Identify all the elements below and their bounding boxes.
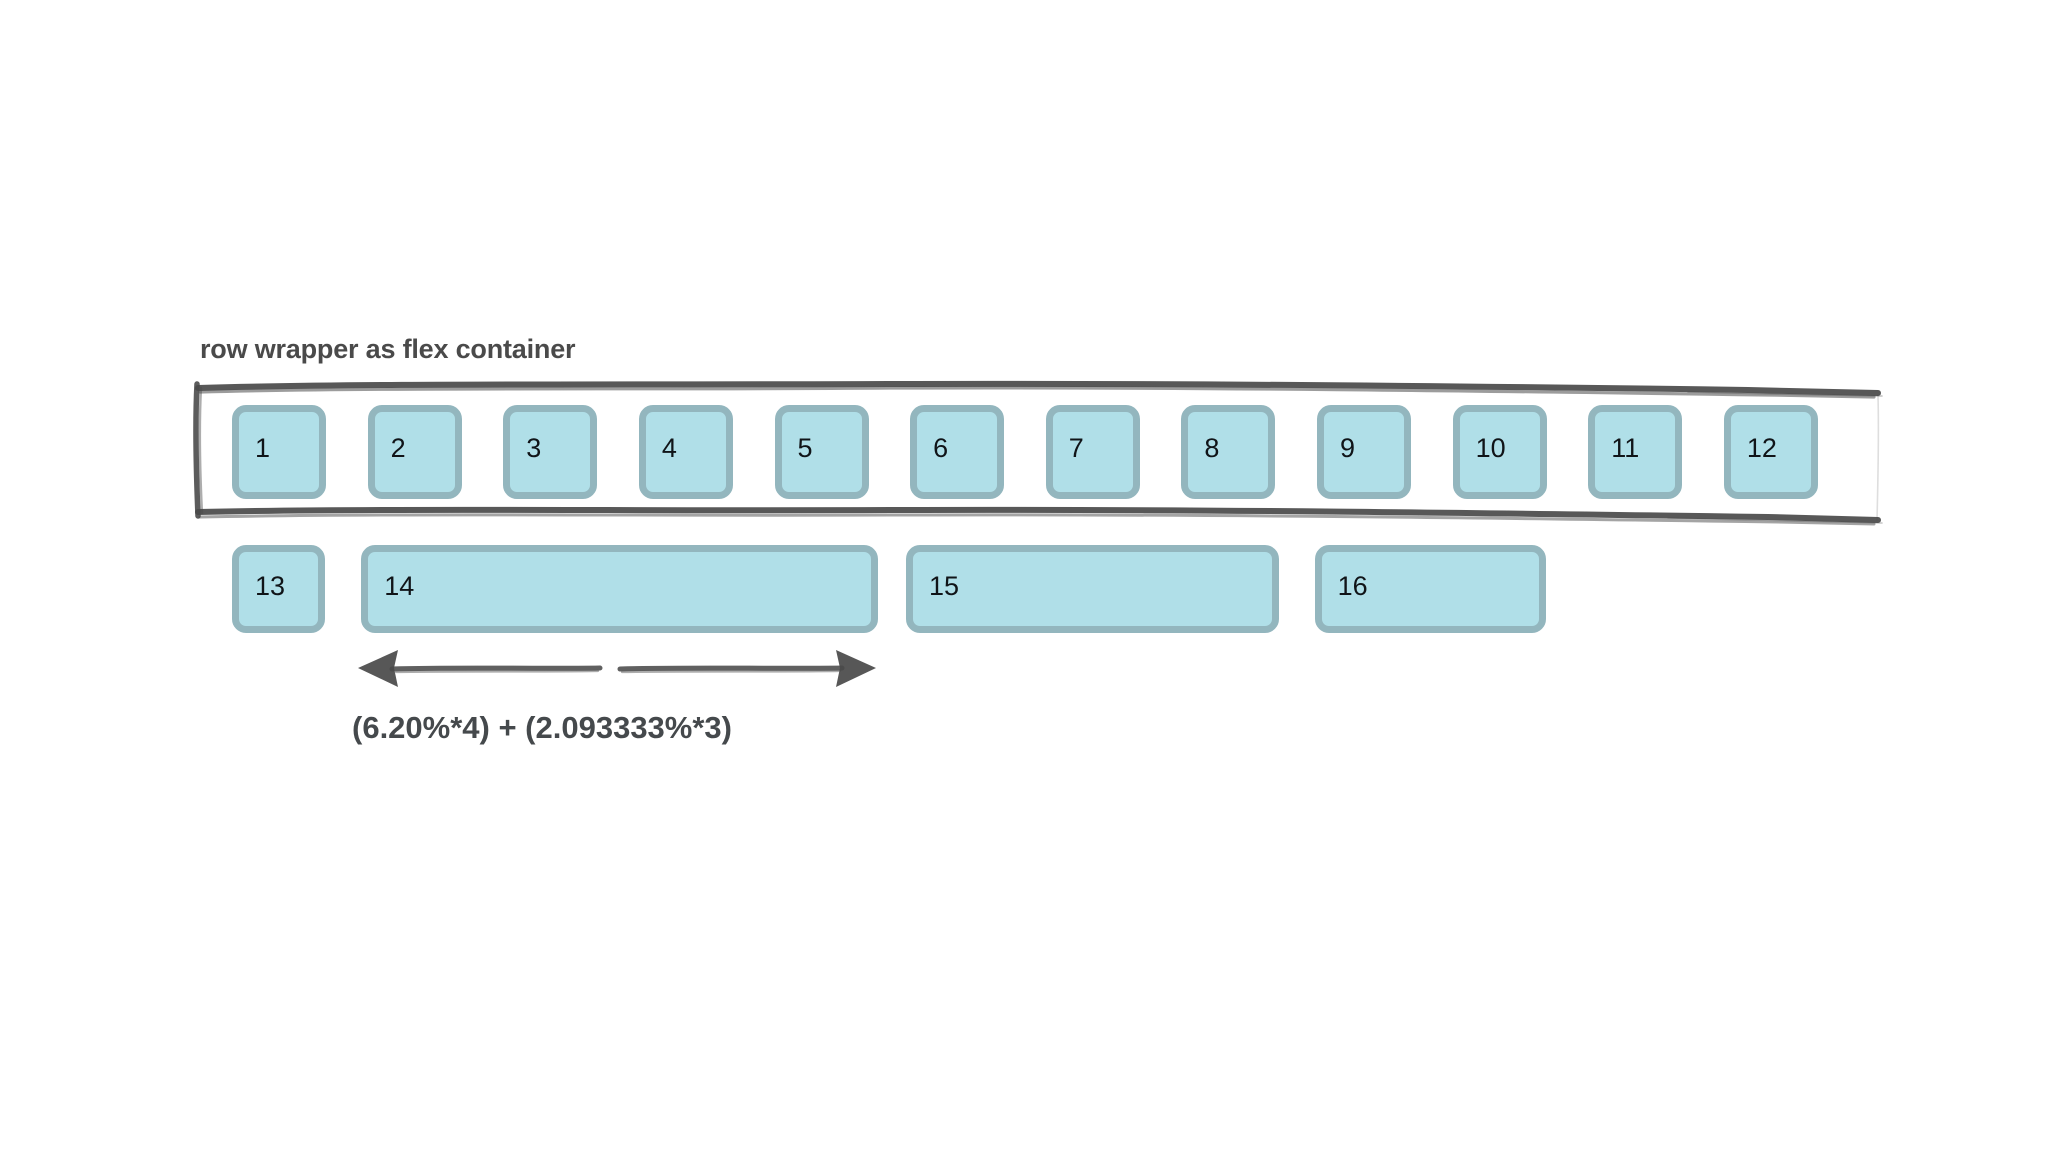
flex-item-6[interactable]: 6: [910, 405, 1005, 499]
row-2: 13 14 15 16: [232, 545, 1546, 633]
flex-item-11[interactable]: 11: [1588, 405, 1683, 499]
flex-item-4[interactable]: 4: [638, 405, 733, 499]
flex-item-10[interactable]: 10: [1452, 405, 1547, 499]
container-caption: row wrapper as flex container: [200, 334, 576, 364]
flex-item-12[interactable]: 12: [1723, 405, 1818, 499]
flex-item-7[interactable]: 7: [1045, 405, 1140, 499]
flex-item-15[interactable]: 15: [905, 545, 1279, 633]
flex-item-3[interactable]: 3: [503, 405, 598, 499]
flex-item-14[interactable]: 14: [361, 545, 878, 633]
flex-item-13[interactable]: 13: [232, 545, 326, 633]
row-1: 1 2 3 4 5 6 7 8 9 10 11 12: [232, 405, 1818, 499]
double-headed-horizontal-arrow-icon: [358, 650, 876, 687]
measure-arrow: [352, 642, 882, 696]
flex-item-5[interactable]: 5: [774, 405, 869, 499]
flex-item-1[interactable]: 1: [232, 405, 326, 499]
flex-item-16[interactable]: 16: [1314, 545, 1546, 633]
flex-item-9[interactable]: 9: [1317, 405, 1411, 499]
measurement-formula-label: (6.20%*4) + (2.093333%*3): [352, 710, 732, 745]
flex-item-8[interactable]: 8: [1181, 405, 1276, 499]
flex-item-2[interactable]: 2: [367, 405, 462, 499]
